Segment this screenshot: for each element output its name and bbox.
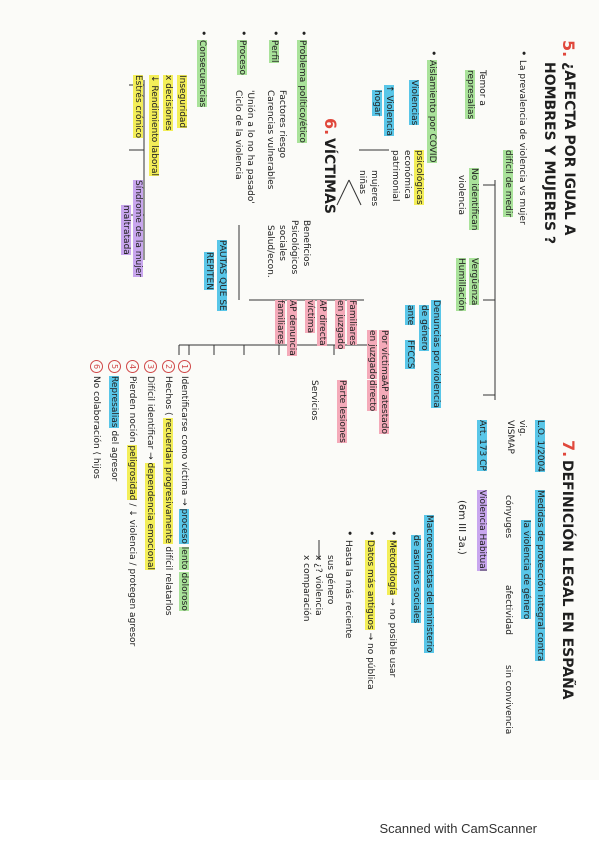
dificil-medir: difícil de medir xyxy=(502,150,513,218)
parte-lesiones: Parte lesiones xyxy=(336,380,347,443)
familiares-2: en juzgado xyxy=(334,300,345,350)
ninas: niñas xyxy=(357,170,367,195)
victima-juzgado-2: en juzgado xyxy=(366,330,377,380)
section-5-number: 5. xyxy=(559,40,578,58)
mujeres: mujeres xyxy=(369,170,379,207)
datos-antiguos: • Datos más antiguos → no pública xyxy=(365,530,378,690)
section-7-title: DEFINICIÓN LEGAL EN ESPAÑA xyxy=(559,460,575,700)
beneficios: Beneficios xyxy=(301,220,311,267)
verguenza: Vergüenza xyxy=(468,258,479,306)
salud: Salud/econ. xyxy=(265,225,275,278)
vig: vig. xyxy=(517,420,527,437)
temor-a: Temor a xyxy=(477,70,487,106)
victima-juzgado: Por víctima xyxy=(378,330,389,381)
victima: víctima xyxy=(304,300,315,334)
medidas: Medidas de protección integral contra xyxy=(534,490,545,662)
scanner-watermark: Scanned with CamScanner xyxy=(379,821,537,836)
hasta-reciente: • Hasta la más reciente xyxy=(343,530,356,639)
factores-riesgo: Factores riesgo xyxy=(277,90,287,159)
servicios: Servicios xyxy=(309,380,319,421)
union: 'Unión a lo no ha pasado' xyxy=(245,90,255,204)
conyuges: cónyuges xyxy=(503,495,513,539)
bullet-problema: • Problema político/ético xyxy=(297,30,310,143)
ffccs: FFCCS xyxy=(404,340,415,369)
inseguridad: Inseguridad xyxy=(176,75,187,129)
decisiones: x decisiones xyxy=(162,75,173,131)
familiares: Familiares xyxy=(346,300,357,346)
section-7-number: 7. xyxy=(559,440,578,458)
footer: Scanned with CamScanner xyxy=(0,780,599,848)
sindrome-1: Síndrome de la mujer xyxy=(132,180,143,278)
ap-directa: AP directa xyxy=(316,300,327,346)
carencias: Carencias vulnerables xyxy=(265,90,275,190)
pauta-3: 3Difícil identificar → dependencia emoci… xyxy=(144,360,157,570)
medidas-2: la violencia de género xyxy=(520,520,531,620)
psicologicas: psicológicas xyxy=(413,150,424,205)
violencias: Violencias xyxy=(408,80,419,126)
ap-atestado: AP atestado xyxy=(378,380,389,434)
bullet-proceso: • Proceso xyxy=(237,30,250,75)
seis-meses: (6m III 3a.) xyxy=(456,500,467,555)
sin-convivencia: sin convivencia xyxy=(503,665,513,735)
violencia-hogar-1: ↑ Violencia xyxy=(383,85,394,137)
patrimonial: patrimonial xyxy=(390,150,400,202)
violencia-hogar-2: hogar xyxy=(371,90,382,117)
afectividad: afectividad xyxy=(503,585,513,635)
denuncias: Denuncias por violencia xyxy=(430,300,441,408)
ante: ante xyxy=(404,305,415,326)
section-5-title-2: HOMBRES Y MUJERES ? xyxy=(541,62,557,245)
bullet-perfil: • Perfil xyxy=(269,30,282,63)
comparacion: x comparación xyxy=(301,555,311,622)
metodologia: • Metodología → no posible usar xyxy=(387,530,400,678)
ciclo: Ciclo de la violencia xyxy=(233,90,243,180)
pauta-6: 6No colaboración ⟨ hijos xyxy=(90,360,103,479)
directo: directo xyxy=(366,380,377,412)
pautas-2: REPITEN xyxy=(203,252,214,290)
pauta-1: 1Identificarse como víctima → proceso le… xyxy=(178,360,191,611)
bullet-prevalencia: • La prevalencia de violencia vs mujer xyxy=(517,50,530,225)
pauta-5: 5Represalias del agresor xyxy=(108,360,121,481)
de-genero: de género xyxy=(418,305,429,351)
ap-denuncia: AP denuncia xyxy=(286,300,297,356)
violencia-q: x ¿? violencia xyxy=(313,555,323,616)
no-identifican: No identifican xyxy=(468,168,479,231)
sociales: sociales xyxy=(277,225,287,261)
violencia-habitual: Violencia Habitual xyxy=(476,490,487,572)
psicologicos: Psicológicos xyxy=(289,220,299,275)
rotated-content: 5. ¿AFECTA POR IGUAL A HOMBRES Y MUJERES… xyxy=(90,30,578,735)
vismap: VISMAP xyxy=(505,420,515,454)
scanned-page: 5. ¿AFECTA POR IGUAL A HOMBRES Y MUJERES… xyxy=(90,30,578,735)
sus-genero: sus género xyxy=(325,555,335,605)
pauta-4: 4Pierden noción peligrosidad / ↓ violenc… xyxy=(126,360,139,646)
represalias: represalias xyxy=(464,70,475,120)
pauta-2: 2Hechos ⟨ recuerdan progresivamente difí… xyxy=(162,360,175,616)
art-173: Art. 173 CP xyxy=(476,420,487,471)
violencia-label: violencia xyxy=(456,175,466,216)
section-6-title: VÍCTIMAS xyxy=(321,138,337,214)
sindrome-2: maltratada xyxy=(120,205,131,255)
economica: económica xyxy=(402,150,412,199)
section-5-title-1: ¿AFECTA POR IGUAL A xyxy=(561,62,577,236)
lo-2004: L.O. 1/2004 xyxy=(534,420,545,472)
estres: Estrés crónico xyxy=(132,75,143,139)
pautas-1: PAUTAS QUE SE xyxy=(216,240,227,311)
macroencuestas: Macroencuestas del ministerio xyxy=(423,515,434,653)
section-6-number: 6. xyxy=(321,118,340,136)
humillacion: Humillación xyxy=(455,258,466,311)
ap-denuncia-2: familiares xyxy=(274,300,285,345)
rendimiento: ↓ Rendimiento laboral xyxy=(148,75,159,177)
bullet-aislamiento: • Aislamiento por COVID xyxy=(427,50,440,163)
bullet-consecuencias: • Consecuencias xyxy=(197,30,210,108)
macroencuestas-2: de asuntos sociales xyxy=(410,535,421,624)
